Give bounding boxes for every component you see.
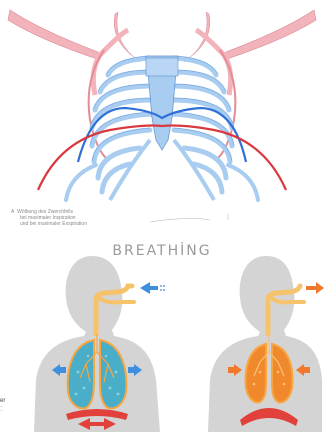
rib-floating-right — [228, 165, 258, 200]
arrow-inhale-air-icon — [140, 282, 158, 294]
corner-line-2: ... — [0, 408, 3, 412]
rib-blue-left-6 — [94, 130, 150, 162]
rib-upper-right — [224, 10, 316, 60]
caption-line-3: und bei maximaler Exspiration — [11, 221, 161, 227]
figure-exhale — [208, 256, 324, 432]
rib-upper-left — [8, 10, 100, 60]
ribcage — [8, 10, 316, 200]
arrow-exhale-air-icon — [306, 282, 324, 294]
rib-blue-right-6 — [174, 130, 230, 162]
figure-inhale — [34, 256, 166, 432]
caption-tick — [150, 214, 228, 222]
caption-letter: A — [11, 209, 14, 215]
rib-floating-left — [66, 165, 96, 200]
corner-text: er ... ... — [0, 398, 5, 412]
manubrium — [146, 58, 178, 76]
breathing-title: BREATHİNG — [0, 243, 324, 259]
diaphragm-caption: A Wölbung des Zwerchfells bei maximaler … — [11, 209, 161, 227]
